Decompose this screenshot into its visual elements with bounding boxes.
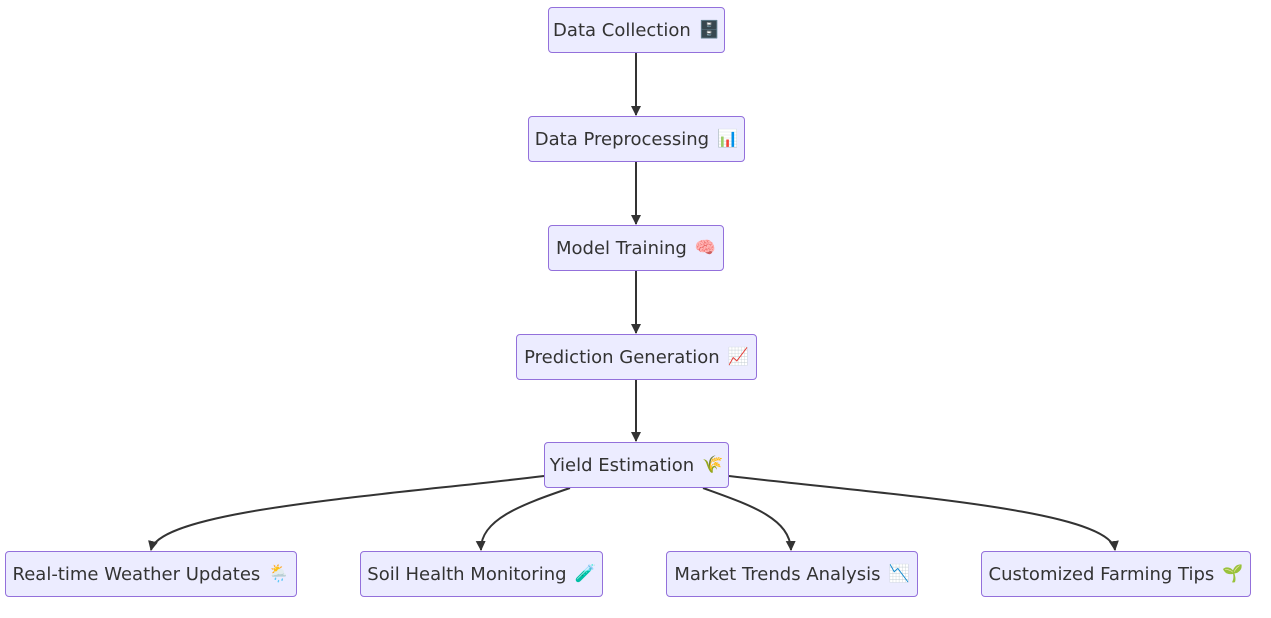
- node-real-time-weather-updates[interactable]: Real-time Weather Updates 🌦️: [5, 551, 297, 597]
- bar-chart-icon: 📊: [717, 128, 739, 149]
- edge-yield-tips: [728, 475, 1119, 551]
- node-prediction-generation[interactable]: Prediction Generation 📈: [516, 334, 757, 380]
- node-label: Yield Estimation: [549, 454, 695, 476]
- seedling-icon: 🌱: [1222, 563, 1244, 584]
- node-label: Prediction Generation: [524, 346, 720, 368]
- node-data-preprocessing[interactable]: Data Preprocessing 📊: [528, 116, 745, 162]
- node-soil-health-monitoring[interactable]: Soil Health Monitoring 🧪: [360, 551, 603, 597]
- node-label: Soil Health Monitoring: [367, 563, 567, 585]
- node-label: Model Training: [556, 237, 687, 259]
- node-label: Real-time Weather Updates: [12, 563, 261, 585]
- brain-icon: 🧠: [694, 237, 716, 258]
- node-label: Data Preprocessing: [534, 128, 710, 150]
- node-market-trends-analysis[interactable]: Market Trends Analysis 📉: [666, 551, 918, 597]
- node-model-training[interactable]: Model Training 🧠: [548, 225, 724, 271]
- edge-yield-weather: [148, 475, 545, 551]
- node-label: Data Collection: [553, 19, 691, 41]
- weather-icon: 🌦️: [268, 563, 290, 584]
- node-label: Market Trends Analysis: [674, 563, 881, 585]
- database-icon: 🗄️: [698, 19, 720, 40]
- edge-yield-market: [702, 487, 796, 551]
- edge-yield-soil: [475, 487, 571, 551]
- node-label: Customized Farming Tips: [988, 563, 1215, 585]
- trend-up-icon: 📈: [727, 346, 749, 367]
- test-tube-icon: 🧪: [574, 563, 596, 584]
- node-customized-farming-tips[interactable]: Customized Farming Tips 🌱: [981, 551, 1251, 597]
- node-yield-estimation[interactable]: Yield Estimation 🌾: [544, 442, 729, 488]
- node-data-collection[interactable]: Data Collection 🗄️: [548, 7, 725, 53]
- wheat-icon: 🌾: [702, 454, 724, 475]
- trend-down-icon: 📉: [888, 563, 910, 584]
